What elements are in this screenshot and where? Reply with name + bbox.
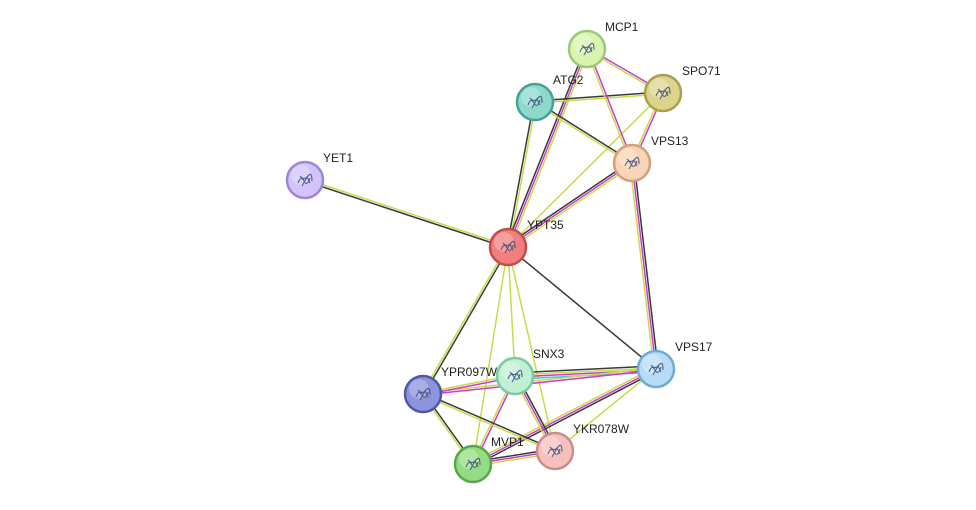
protein-structure-icon — [507, 369, 523, 383]
node-label: YET1 — [323, 151, 353, 165]
edge-mcp1-vps13[interactable] — [585, 48, 634, 164]
edge-vps17-ypr097w[interactable] — [422, 367, 657, 396]
protein-structure-icon — [297, 173, 313, 187]
node-label: VPS17 — [675, 340, 713, 354]
edge-evidence-magenta — [587, 48, 634, 163]
node-label: MVP1 — [491, 435, 524, 449]
node-ykr078w[interactable]: YKR078W — [535, 422, 630, 471]
edge-evidence-black — [473, 370, 658, 467]
node-snx3[interactable]: SNX3 — [495, 347, 565, 396]
node-label: VPS13 — [651, 134, 689, 148]
node-spo71[interactable]: SPO71 — [643, 64, 721, 113]
edges-layer — [304, 47, 665, 467]
node-label: SNX3 — [533, 347, 565, 361]
protein-structure-icon — [527, 95, 543, 109]
protein-structure-icon — [547, 444, 563, 458]
node-label: SPO71 — [682, 64, 721, 78]
protein-structure-icon — [624, 156, 640, 170]
protein-structure-icon — [465, 457, 481, 471]
edge-ypt35-spo71[interactable] — [507, 92, 664, 248]
edge-evidence-yellow — [585, 49, 632, 164]
edge-evidence-black — [423, 247, 510, 395]
node-label: YPR097W — [441, 365, 498, 379]
node-ypr097w[interactable]: YPR097W — [403, 365, 498, 414]
edge-ypt35-ypr097w[interactable] — [421, 246, 510, 395]
edge-evidence-magenta — [423, 369, 657, 396]
edge-vps13-vps17[interactable] — [629, 162, 659, 370]
edge-evidence-yellow — [421, 246, 508, 394]
protein-structure-icon — [655, 86, 671, 100]
node-vps13[interactable]: VPS13 — [612, 134, 689, 183]
edge-evidence-yellow — [472, 246, 509, 465]
node-yet1[interactable]: YET1 — [285, 151, 353, 200]
edge-evidence-black — [633, 162, 659, 369]
node-ypt35[interactable]: YPT35 — [488, 218, 564, 267]
edge-ypt35-snx3[interactable] — [507, 246, 516, 377]
edge-ypt35-mvp1[interactable] — [472, 246, 509, 465]
protein-structure-icon — [500, 240, 516, 254]
edge-ypt35-vps13[interactable] — [506, 160, 634, 250]
edge-evidence-magenta — [515, 369, 657, 378]
edge-evidence-yellow — [422, 394, 555, 453]
edge-evidence-yellow — [554, 368, 657, 452]
edge-vps17-mvp1[interactable] — [471, 366, 658, 467]
edge-evidence-yellow — [509, 49, 590, 249]
edge-atg2-spo71[interactable] — [534, 91, 664, 104]
protein-structure-icon — [579, 42, 595, 56]
edge-evidence-black — [534, 91, 663, 102]
edge-ypt35-atg2[interactable] — [506, 101, 537, 248]
edge-evidence-yellow — [535, 93, 664, 104]
edge-ypt35-mcp1[interactable] — [505, 47, 590, 249]
edge-evidence-yellow — [508, 164, 634, 250]
edge-evidence-magenta — [507, 162, 633, 248]
node-atg2[interactable]: ATG2 — [515, 73, 584, 122]
node-mcp1[interactable]: MCP1 — [567, 20, 639, 69]
edge-evidence-yellow — [507, 246, 516, 377]
edge-ypt35-yet1[interactable] — [304, 178, 509, 249]
edge-evidence-black — [423, 392, 556, 451]
edge-vps17-snx3[interactable] — [514, 365, 657, 380]
node-label: YPT35 — [527, 218, 564, 232]
edge-evidence-yellow — [471, 366, 656, 463]
nodes-layer: YPT35 YET1 MCP1SPO71ATG2VPS13VPS17SNX3YPR0… — [285, 20, 721, 484]
edge-ypt35-vps17[interactable] — [507, 246, 657, 370]
edge-evidence-magenta — [631, 162, 657, 370]
edge-evidence-yellow — [422, 367, 656, 394]
edge-evidence-black — [505, 47, 586, 247]
edge-evidence-yellow — [507, 246, 556, 452]
edge-evidence-yellow — [507, 92, 664, 248]
edge-evidence-black — [304, 180, 508, 249]
edge-ypr097w-ykr078w[interactable] — [422, 392, 556, 453]
edge-evidence-black — [506, 101, 535, 247]
edge-evidence-magenta — [507, 48, 588, 248]
edge-evidence-yellow — [629, 163, 655, 370]
edge-evidence-yellow — [514, 367, 656, 376]
protein-structure-icon — [648, 362, 664, 376]
edge-evidence-black — [506, 160, 632, 246]
edge-vps17-ykr078w[interactable] — [554, 368, 657, 452]
edge-ypt35-ykr078w[interactable] — [507, 246, 556, 452]
edge-evidence-yellow — [508, 102, 537, 248]
protein-structure-icon — [415, 387, 431, 401]
edge-evidence-magenta — [472, 368, 657, 465]
node-label: YKR078W — [573, 422, 630, 436]
edge-evidence-black — [514, 365, 656, 374]
node-mvp1[interactable]: MVP1 — [453, 435, 524, 484]
node-label: ATG2 — [553, 73, 584, 87]
node-vps17[interactable]: VPS17 — [636, 340, 713, 389]
node-label: MCP1 — [605, 20, 639, 34]
edge-evidence-yellow — [305, 178, 509, 247]
edge-evidence-black — [507, 246, 657, 370]
